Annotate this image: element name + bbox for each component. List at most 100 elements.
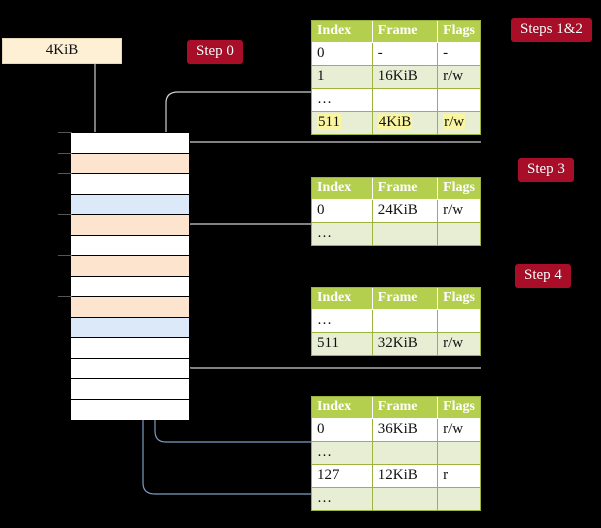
cell-frame-text: 4KiB [377,114,413,130]
table-row: 127 12KiB r [312,464,480,488]
memory-tick [58,255,72,256]
memory-tick [58,173,72,174]
table-row: 1 16KiB r/w [312,65,480,89]
memory-tick [58,132,72,133]
page-table-level2: Index Frame Flags … 511 32KiB r/w [311,287,481,356]
cell-flags: r [437,464,480,488]
cell-frame [372,487,439,510]
cell-index: 511 [312,332,373,355]
cell-flags: - [437,42,480,66]
table-row: … [312,309,480,333]
cell-index-text: 511 [317,114,341,130]
cell-index: … [312,487,373,510]
table-row: … [312,441,480,465]
table-row: 0 24KiB r/w [312,199,480,223]
cell-index: … [312,441,373,465]
table-header-row: Index Frame Flags [312,178,480,200]
cell-flags: r/w [437,199,480,223]
cell-index: 1 [312,65,373,89]
memory-cell [71,297,189,318]
page-table-level1: Index Frame Flags 0 36KiB r/w … 127 [311,396,481,511]
column-header-index: Index [312,397,373,419]
cell-frame [372,441,439,465]
cell-flags: r/w [437,65,480,89]
cell-flags [437,309,480,333]
cell-frame: 4KiB [372,111,439,134]
badge-steps-1-2-label: Steps 1&2 [520,21,583,37]
memory-cell [71,276,189,297]
cell-frame: - [372,42,439,66]
memory-cell [71,215,189,236]
column-header-frame: Frame [372,178,439,200]
table-row: … [312,88,480,112]
column-header-flags: Flags [437,21,480,43]
cell-flags [437,441,480,465]
memory-tick [58,152,72,154]
cell-frame: 36KiB [372,418,439,442]
cell-flags [437,222,480,245]
cell-frame [372,309,439,333]
memory-cell [71,338,189,359]
page-table-level3: Index Frame Flags 0 24KiB r/w … [311,177,481,246]
cell-index: … [312,222,373,245]
column-header-index: Index [312,178,373,200]
table-header-row: Index Frame Flags [312,21,480,43]
table-header-row: Index Frame Flags [312,288,480,310]
source-size-label: 4KiB [45,42,79,58]
table-row: 0 - - [312,42,480,66]
memory-cell [71,358,189,379]
column-header-frame: Frame [372,397,439,419]
cell-flags: r/w [437,332,480,355]
column-header-frame: Frame [372,288,439,310]
cell-flags [437,487,480,510]
page-table-level4: Index Frame Flags 0 - - 1 16KiB r/w … [311,20,481,135]
column-header-index: Index [312,288,373,310]
cell-flags: r/w [437,111,480,134]
badge-steps-1-2: Steps 1&2 [511,18,592,42]
cell-index: 0 [312,199,373,223]
physical-memory-column [70,132,190,420]
cell-index: 0 [312,418,373,442]
cell-frame: 24KiB [372,199,439,223]
column-header-flags: Flags [437,397,480,419]
table-row: 511 32KiB r/w [312,332,480,355]
badge-step-0: Step 0 [187,40,243,64]
memory-cell [71,317,189,338]
badge-step-3: Step 3 [518,158,574,182]
cell-frame: 16KiB [372,65,439,89]
memory-cell [71,153,189,174]
table-row: … [312,487,480,510]
table-row: 511 4KiB r/w [312,111,480,134]
cell-flags [437,88,480,112]
table-row: … [312,222,480,245]
source-size-box: 4KiB [2,38,122,64]
column-header-flags: Flags [437,288,480,310]
memory-cell [71,256,189,277]
column-header-flags: Flags [437,178,480,200]
cell-index: … [312,309,373,333]
cell-index: 0 [312,42,373,66]
cell-frame [372,88,439,112]
cell-flags: r/w [437,418,480,442]
badge-step-4: Step 4 [515,264,571,288]
cell-frame: 32KiB [372,332,439,355]
table-row: 0 36KiB r/w [312,418,480,442]
column-header-frame: Frame [372,21,439,43]
memory-cell [71,174,189,195]
table-header-row: Index Frame Flags [312,397,480,419]
memory-tick [58,296,72,297]
memory-cell [71,194,189,215]
memory-cell [71,379,189,400]
badge-step-0-label: Step 0 [196,43,234,59]
cell-flags-text: r/w [443,114,466,130]
badge-step-4-label: Step 4 [524,267,562,283]
cell-frame [372,222,439,245]
column-header-index: Index [312,21,373,43]
badge-step-3-label: Step 3 [527,161,565,177]
memory-cell [71,235,189,256]
memory-cell [71,133,189,154]
memory-cell [71,399,189,420]
memory-tick [58,214,72,215]
cell-index: … [312,88,373,112]
